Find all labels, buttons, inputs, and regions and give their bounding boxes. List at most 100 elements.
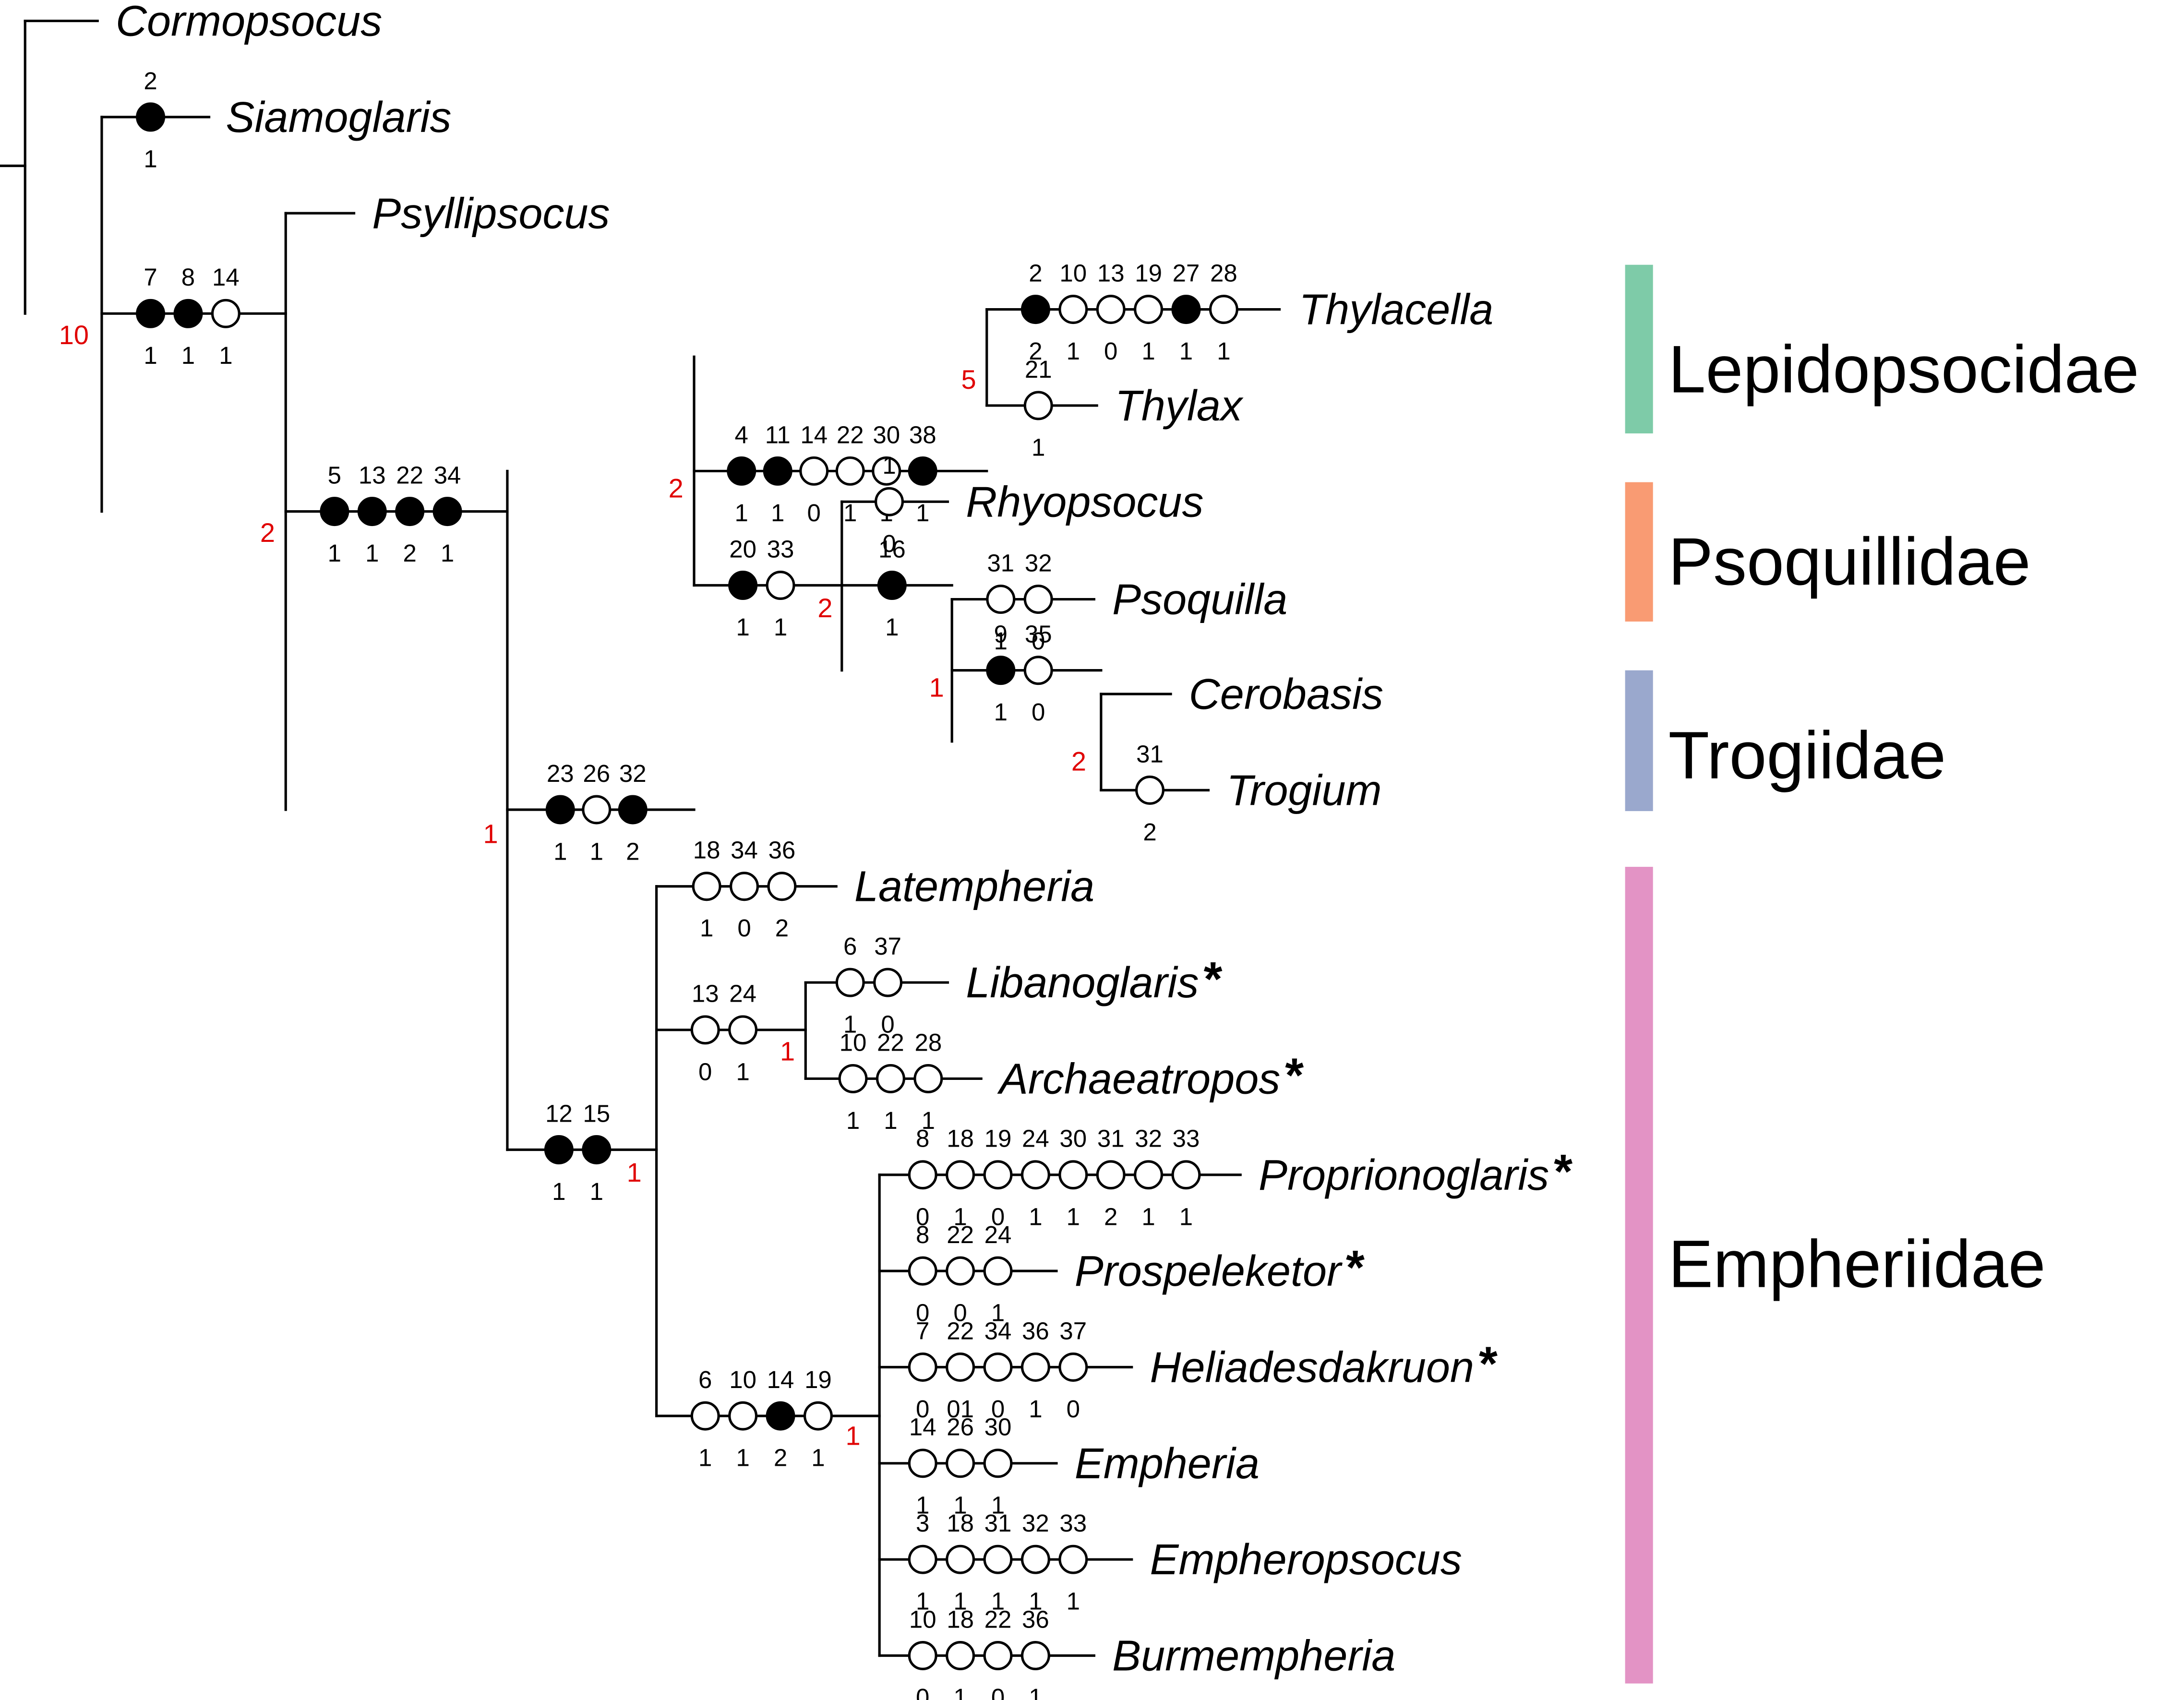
character-state: 01 [947,1395,974,1423]
character-number: 36 [1022,1317,1049,1344]
character-number: 24 [1022,1125,1049,1152]
character-state: 1 [1029,1395,1042,1423]
character-state: 2 [1029,337,1042,365]
character-number: 4 [735,421,748,448]
character-state: 1 [1029,1684,1042,1700]
character-state: 1 [1217,337,1230,365]
character-marker [835,968,865,997]
character-number: 7 [916,1317,929,1344]
taxon-label-rhyopsocus: Rhyopsocus [966,478,1203,526]
character-marker [1058,1544,1088,1574]
character-markers: 2171811415113122234123126132241111140221… [136,67,1238,1700]
character-number: 7 [144,263,157,291]
character-number: 18 [947,1125,974,1152]
character-number: 32 [1135,1125,1162,1152]
character-number: 10 [909,1605,936,1633]
character-state: 0 [953,1299,967,1327]
character-marker [946,1256,975,1286]
character-number: 24 [729,980,756,1007]
character-number: 3 [916,1509,929,1537]
character-marker [1020,1352,1050,1382]
character-number: 31 [984,1509,1012,1537]
branch-support-value: 1 [929,672,944,702]
character-state: 0 [916,1203,929,1230]
character-marker [582,795,612,825]
character-state: 0 [1067,1395,1080,1423]
character-state: 1 [1067,1203,1080,1230]
character-state: 0 [881,1011,894,1038]
character-marker [908,1352,937,1382]
character-number: 8 [916,1125,929,1152]
branch-support-value: 1 [627,1157,642,1187]
character-marker [946,1352,975,1382]
branch-support-value: 1 [845,1421,860,1451]
character-number: 10 [1059,260,1087,287]
character-state: 1 [553,838,567,865]
character-number: 24 [984,1221,1012,1248]
character-marker [320,497,349,527]
character-number: 19 [984,1125,1012,1152]
character-marker [908,1160,937,1190]
character-marker [877,571,907,600]
character-marker [1058,1160,1088,1190]
character-marker [544,1135,574,1164]
character-marker [690,1401,720,1431]
character-marker [946,1544,975,1574]
character-marker [1020,295,1050,324]
character-number: 14 [909,1413,936,1441]
character-number: 30 [1059,1125,1087,1152]
character-state: 1 [922,1107,935,1134]
character-number: 23 [547,760,574,787]
character-marker [1096,1160,1126,1190]
character-number: 28 [1210,260,1237,287]
character-marker [908,456,937,486]
character-marker [913,1064,943,1093]
character-marker [946,1449,975,1478]
character-state: 1 [1029,1588,1042,1615]
character-number: 27 [1173,260,1200,287]
character-state: 0 [916,1299,929,1327]
character-marker [730,872,759,901]
character-marker [873,968,903,997]
character-state: 1 [735,499,748,527]
character-number: 30 [873,421,900,448]
character-number: 26 [583,760,610,787]
character-number: 22 [984,1605,1012,1633]
character-marker [875,487,904,516]
character-marker [1023,391,1053,420]
family-label-lepidopsocidae: Lepidopsocidae [1668,331,2139,407]
character-marker [799,456,829,486]
character-state: 1 [552,1178,565,1205]
fossil-marker: * [1477,1337,1498,1390]
character-state: 1 [811,1444,825,1472]
character-state: 1 [953,1588,967,1615]
character-number: 37 [874,933,901,960]
character-marker [1058,1352,1088,1382]
character-marker [211,299,240,328]
character-state: 1 [991,1588,1005,1615]
character-marker [835,456,865,486]
character-marker [1023,585,1053,614]
character-number: 28 [914,1029,942,1056]
character-marker [983,1641,1013,1670]
character-number: 19 [1135,260,1162,287]
character-number: 20 [729,535,756,563]
character-number: 22 [396,462,423,489]
character-number: 1 [882,452,896,479]
character-marker [872,456,901,486]
character-marker [1020,1160,1050,1190]
character-marker [767,872,797,901]
character-marker [766,571,795,600]
character-state: 0 [916,1684,929,1700]
character-marker [986,656,1016,685]
character-number: 14 [212,263,240,291]
fossil-marker: * [1552,1145,1572,1198]
taxon-labels: CormopsocusSiamoglarisPsyllipsocusThylac… [116,0,1572,1680]
character-state: 1 [885,613,899,641]
character-marker [983,1160,1013,1190]
character-marker [727,456,756,486]
fossil-marker: * [1202,952,1223,1006]
character-state: 0 [916,1395,929,1423]
character-marker [1171,1160,1201,1190]
family-label-psoquillidae: Psoquillidae [1668,524,2031,599]
